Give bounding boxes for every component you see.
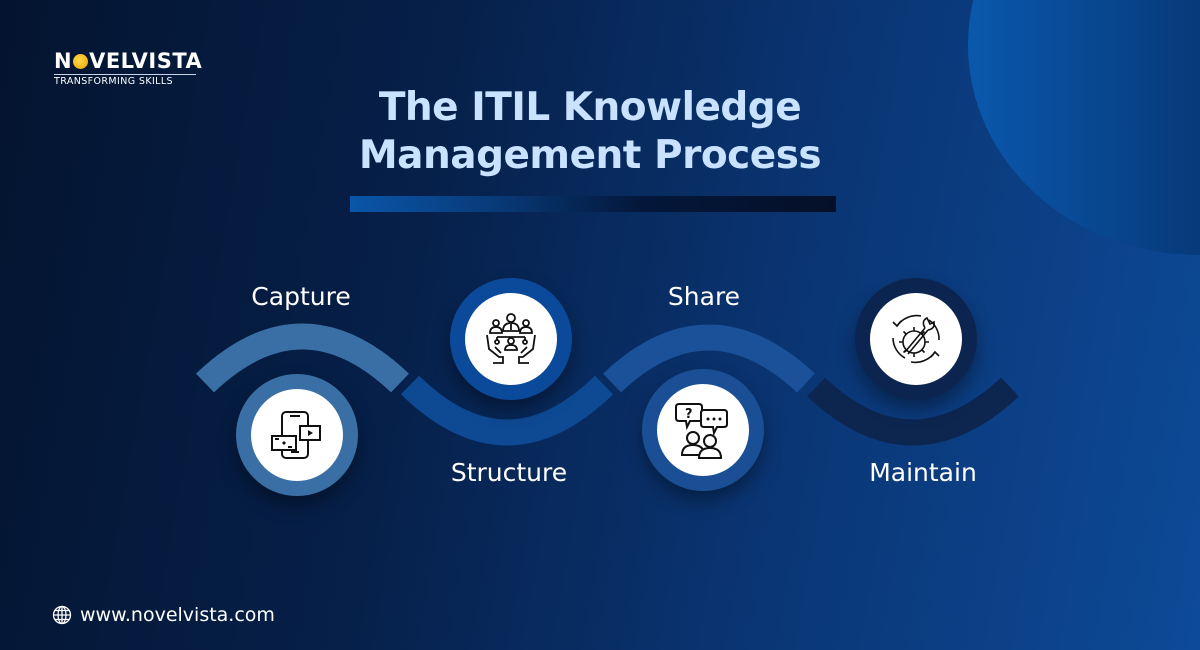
step-node-capture-inner [251, 389, 343, 481]
brand-logo: N VELVISTA TRANSFORMING SKILLS [54, 50, 202, 87]
step-label-maintain: Maintain [869, 458, 977, 487]
brand-o-globe-icon [73, 54, 89, 69]
step-node-maintain-inner [870, 293, 962, 385]
footer: www.novelvista.com [52, 604, 275, 626]
step-node-structure [450, 278, 572, 400]
brand-name: N VELVISTA [54, 50, 202, 72]
page-title: The ITIL Knowledge Management Process [330, 84, 850, 180]
maintain-arc [807, 377, 1019, 446]
globe-icon [52, 605, 72, 625]
svg-text:?: ? [685, 407, 693, 422]
step-node-share: ? [642, 369, 764, 491]
brand-tagline: TRANSFORMING SKILLS [54, 76, 173, 87]
title-line-1: The ITIL Knowledge [378, 85, 802, 130]
capture-arc [196, 323, 409, 393]
structure-arc [400, 375, 614, 446]
step-label-capture: Capture [251, 282, 351, 311]
people-chat-icon: ? [675, 403, 728, 459]
share-arc [603, 324, 815, 393]
brand-name-end: VELVISTA [89, 49, 203, 73]
step-node-share-inner: ? [657, 384, 749, 476]
wrench-gear-cycle-icon [892, 314, 940, 364]
team-hands-icon [486, 313, 536, 364]
step-node-structure-inner [465, 293, 557, 385]
step-label-structure: Structure [450, 458, 568, 487]
step-node-maintain [855, 278, 977, 400]
title-underline [350, 196, 836, 212]
step-node-capture [236, 374, 358, 496]
website-link[interactable]: www.novelvista.com [80, 604, 275, 626]
brand-name-start: N [54, 49, 73, 73]
title-line-2: Management Process [358, 133, 822, 178]
brand-divider [54, 74, 196, 75]
phone-media-icon [271, 411, 321, 459]
step-label-share: Share [667, 282, 741, 311]
